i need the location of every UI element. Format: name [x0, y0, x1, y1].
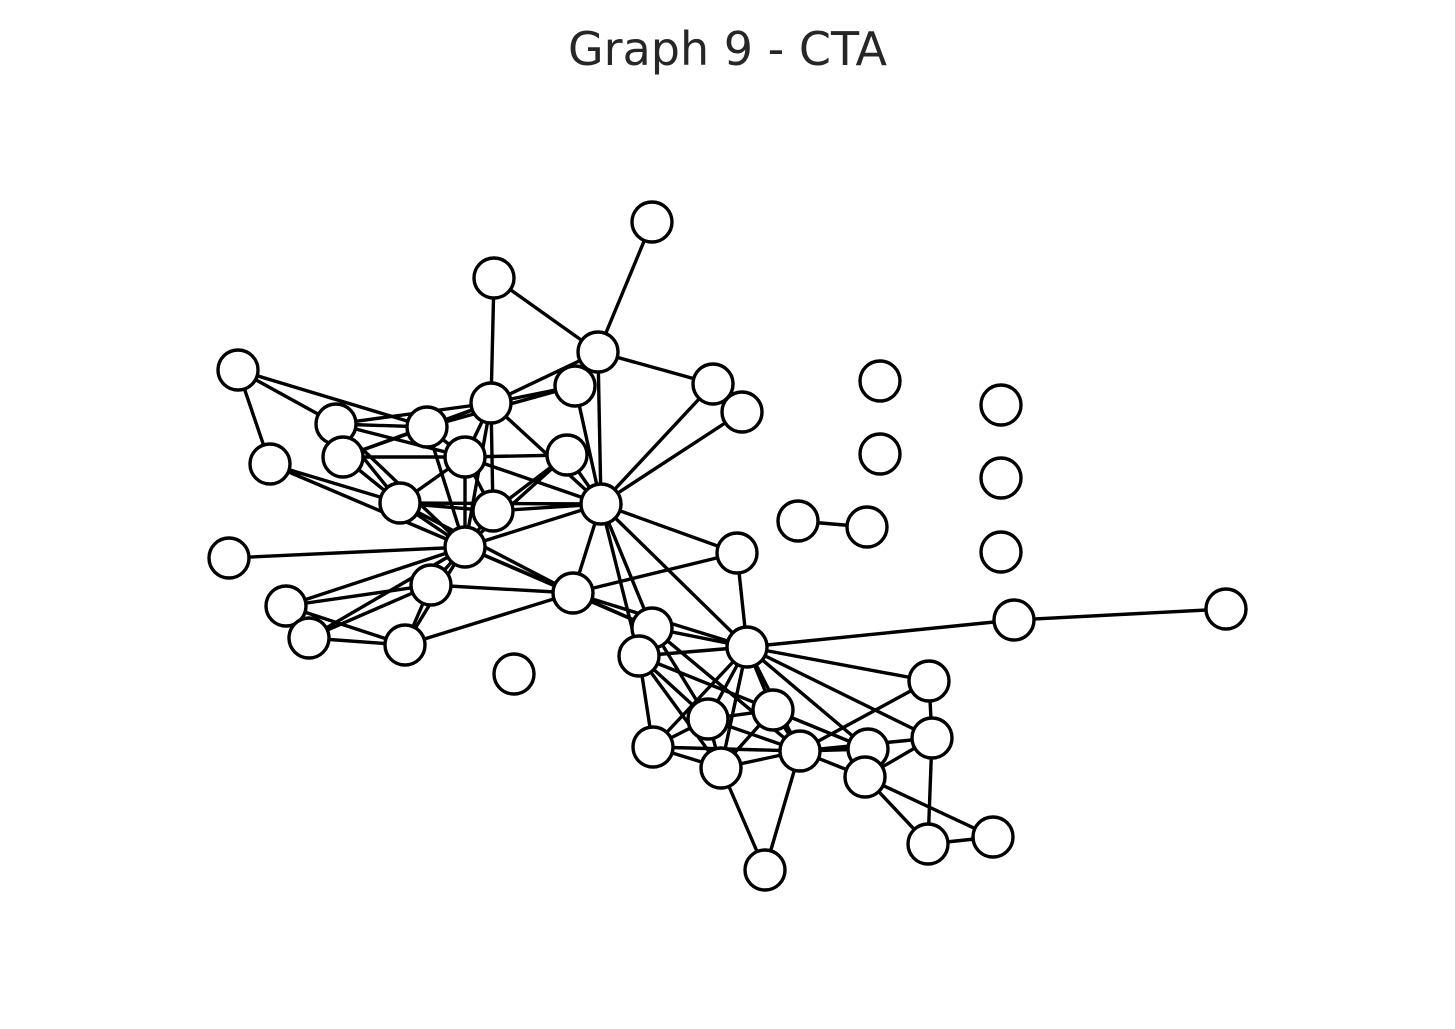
graph-node: [979, 456, 1023, 500]
graph-node: [551, 571, 595, 615]
graph-edge: [307, 583, 433, 640]
graph-node: [751, 688, 795, 732]
graph-edge: [284, 545, 467, 608]
graph-edge: [284, 583, 433, 608]
graph-node: [992, 598, 1036, 642]
graph-node: [207, 536, 251, 580]
graph-node: [778, 729, 822, 773]
graph-node: [776, 499, 820, 543]
graph-edge: [227, 545, 467, 560]
graph-edge: [651, 645, 749, 749]
graph-node: [715, 531, 759, 575]
graph-edge: [745, 645, 934, 740]
graph-edge: [268, 462, 467, 549]
graph-node: [720, 390, 764, 434]
graph-node: [699, 746, 743, 790]
graph-node: [264, 584, 308, 628]
graph-node: [631, 725, 675, 769]
graph-node: [405, 405, 449, 449]
graph-node: [553, 364, 597, 408]
graph-edge: [863, 775, 995, 839]
graph-edge: [745, 645, 931, 683]
graph-edge: [599, 502, 654, 630]
graph-node: [287, 616, 331, 660]
graph-edge: [596, 220, 654, 354]
graph-edge: [745, 618, 1016, 649]
graph-edge: [599, 502, 739, 555]
graph-node: [979, 530, 1023, 574]
graph-node: [971, 815, 1015, 859]
graph-node: [686, 697, 730, 741]
graph-node: [579, 482, 623, 526]
graph-node: [545, 433, 589, 477]
graph-node: [630, 200, 674, 244]
graph-edge: [596, 350, 603, 506]
graph-edge: [429, 583, 575, 595]
graph-node: [843, 755, 887, 799]
graph-edge: [637, 654, 775, 712]
graph-edge: [403, 591, 575, 647]
graph-edge: [334, 422, 467, 459]
graph-node: [383, 623, 427, 667]
nodes-layer: [207, 200, 1248, 892]
graph-node: [910, 716, 954, 760]
graph-node: [248, 442, 292, 486]
graph-node: [906, 822, 950, 866]
graph-node: [743, 848, 787, 892]
graph-edge: [268, 462, 402, 505]
graph-node: [443, 435, 487, 479]
graph-edge: [599, 502, 749, 649]
graph-node: [443, 525, 487, 569]
graph-node: [492, 652, 536, 696]
graph-node: [907, 659, 951, 703]
graph-edge: [599, 410, 744, 506]
graph-node: [617, 634, 661, 678]
graph-node: [858, 432, 902, 476]
graph-node: [691, 362, 735, 406]
graph-edge: [463, 502, 603, 549]
graph-node: [378, 481, 422, 525]
graph-node: [858, 359, 902, 403]
graph-node: [845, 505, 889, 549]
graph-node: [469, 381, 513, 425]
graph-node: [979, 383, 1023, 427]
graph-node: [576, 330, 620, 374]
graph-edge: [463, 401, 493, 549]
graph-node: [216, 348, 260, 392]
graph-edge: [1012, 607, 1228, 622]
graph-edge: [463, 453, 569, 549]
graph-node: [472, 256, 516, 300]
graph-node: [471, 489, 515, 533]
graph-node: [321, 435, 365, 479]
graph-edge: [745, 645, 870, 751]
graph-node: [1204, 587, 1248, 631]
graph-title: Graph 9 - CTA: [568, 22, 887, 76]
graph-edge: [571, 551, 739, 595]
graph-node: [725, 625, 769, 669]
graph-edge: [798, 679, 931, 753]
graph-node: [409, 563, 453, 607]
graph-edge: [599, 382, 715, 506]
